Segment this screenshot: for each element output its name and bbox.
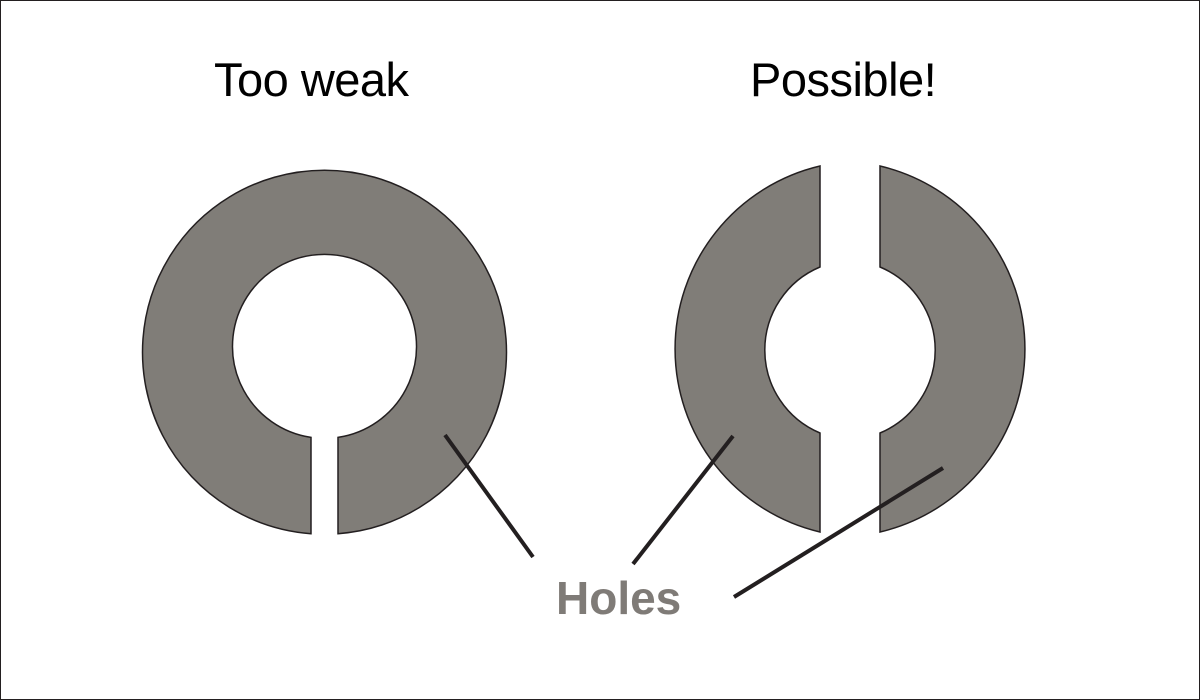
ring-single-cut bbox=[141, 169, 508, 535]
pointer-line-right-ring-left bbox=[631, 434, 735, 566]
title-too-weak: Too weak bbox=[214, 53, 409, 106]
pointer-line-right-ring-right bbox=[732, 466, 945, 599]
ring-left-half bbox=[674, 165, 821, 533]
title-possible: Possible! bbox=[750, 53, 937, 106]
holes-label: Holes bbox=[556, 572, 682, 624]
pointer-line-left-ring bbox=[443, 433, 535, 559]
ring-right-half bbox=[879, 165, 1026, 533]
